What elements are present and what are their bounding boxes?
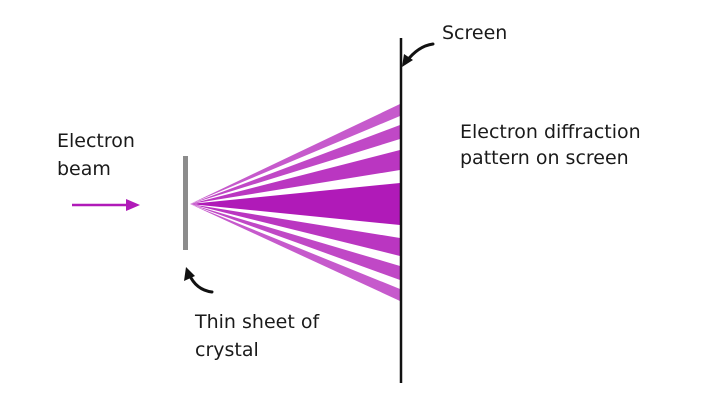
screen-label-text: Screen: [442, 22, 507, 44]
beam-arrow-head: [126, 199, 140, 211]
fringe-band-2: [190, 125, 400, 204]
fringe-band-7: [190, 204, 400, 301]
curved-arrow-icon: [184, 267, 214, 294]
electron-beam-arrow: [72, 199, 140, 211]
fringe-band-3: [190, 150, 400, 204]
fringe-band-4: [190, 183, 400, 225]
crystal-label: Thin sheet of crystal: [194, 311, 325, 361]
fringe-band-1: [190, 104, 400, 204]
crystal-label-line-1: Thin sheet of: [194, 311, 320, 333]
curved-arrow-icon: [402, 42, 435, 67]
pattern-label-line-1: Electron diffraction: [460, 121, 641, 143]
beam-label: Electron beam: [57, 130, 141, 180]
fringe-band-6: [190, 204, 400, 280]
screen-label: Screen: [442, 22, 507, 44]
fringe-band-5: [190, 204, 400, 256]
pattern-label: Electron diffraction pattern on screen: [460, 121, 647, 169]
crystal-label-line-2: crystal: [195, 339, 259, 361]
diffraction-fringes: [190, 104, 400, 301]
crystal-sheet: [183, 156, 188, 250]
beam-label-line-2: beam: [57, 158, 111, 180]
pattern-label-line-2: pattern on screen: [460, 147, 629, 169]
beam-label-line-1: Electron: [57, 130, 135, 152]
